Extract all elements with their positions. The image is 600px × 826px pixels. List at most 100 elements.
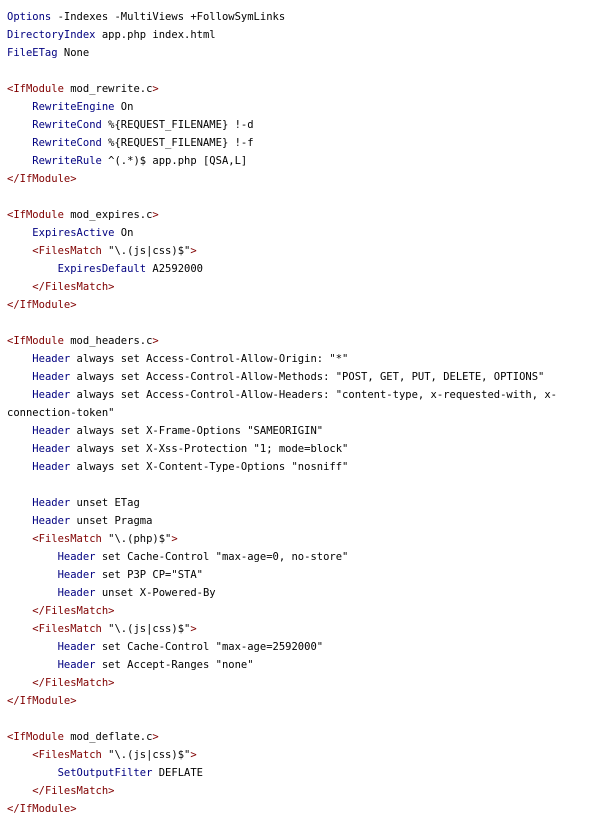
section-tag: >	[152, 83, 159, 95]
section-tag: >	[171, 533, 178, 545]
code-text: "\.(php)$"	[101, 533, 172, 545]
code-line: Header unset ETag	[7, 494, 595, 512]
code-text: unset Pragma	[70, 515, 153, 527]
code-text	[7, 371, 32, 383]
directive-keyword: Header	[32, 497, 71, 509]
code-text	[7, 605, 32, 617]
code-text: always set X-Xss-Protection "1; mode=blo…	[70, 443, 349, 455]
code-text: "\.(js|css)$"	[101, 749, 191, 761]
htaccess-code-listing: Options -Indexes -MultiViews +FollowSymL…	[7, 8, 595, 818]
section-tag: <FilesMatch	[32, 623, 102, 635]
directive-keyword: RewriteEngine	[32, 101, 115, 113]
section-tag: </FilesMatch>	[32, 677, 115, 689]
code-line: Header set Accept-Ranges "none"	[7, 656, 595, 674]
code-text	[7, 749, 32, 761]
code-text: set Accept-Ranges "none"	[95, 659, 254, 671]
directive-keyword: Header	[57, 551, 96, 563]
code-line: Header always set X-Content-Type-Options…	[7, 458, 595, 476]
code-line: </IfModule>	[7, 296, 595, 314]
code-line: </IfModule>	[7, 692, 595, 710]
code-text	[7, 623, 32, 635]
code-text: "\.(js|css)$"	[101, 245, 191, 257]
directive-keyword: Header	[57, 659, 96, 671]
code-line: Header always set Access-Control-Allow-M…	[7, 368, 595, 386]
code-text	[7, 227, 32, 239]
code-text: mod_headers.c	[63, 335, 153, 347]
code-text: always set Access-Control-Allow-Headers:…	[70, 389, 557, 401]
code-text: A2592000	[146, 263, 203, 275]
code-line: ExpiresDefault A2592000	[7, 260, 595, 278]
code-text	[7, 353, 32, 365]
code-text: set P3P CP="STA"	[95, 569, 203, 581]
section-tag: </IfModule>	[7, 695, 77, 707]
code-text: unset ETag	[70, 497, 140, 509]
code-line: SetOutputFilter DEFLATE	[7, 764, 595, 782]
section-tag: >	[152, 209, 159, 221]
code-text: On	[114, 101, 134, 113]
directive-keyword: Header	[32, 461, 71, 473]
directive-keyword: Header	[57, 569, 96, 581]
code-text: connection-token"	[7, 407, 115, 419]
section-tag: >	[190, 245, 197, 257]
code-line: Header always set X-Xss-Protection "1; m…	[7, 440, 595, 458]
code-text	[7, 497, 32, 509]
code-text: set Cache-Control "max-age=2592000"	[95, 641, 324, 653]
code-line: Options -Indexes -MultiViews +FollowSymL…	[7, 8, 595, 26]
directive-keyword: RewriteCond	[32, 119, 102, 131]
directive-keyword: RewriteRule	[32, 155, 102, 167]
code-line: </IfModule>	[7, 170, 595, 188]
section-tag: <FilesMatch	[32, 245, 102, 257]
code-text: None	[57, 47, 90, 59]
code-line: RewriteCond %{REQUEST_FILENAME} !-d	[7, 116, 595, 134]
section-tag: </FilesMatch>	[32, 281, 115, 293]
code-text	[7, 281, 32, 293]
code-text: always set X-Content-Type-Options "nosni…	[70, 461, 349, 473]
code-text	[7, 569, 58, 581]
code-line	[7, 62, 595, 80]
code-line: DirectoryIndex app.php index.html	[7, 26, 595, 44]
directive-keyword: Header	[32, 425, 71, 437]
code-text	[7, 119, 32, 131]
code-text: set Cache-Control "max-age=0, no-store"	[95, 551, 349, 563]
code-text	[7, 767, 58, 779]
code-line: ExpiresActive On	[7, 224, 595, 242]
code-text: %{REQUEST_FILENAME} !-f	[101, 137, 254, 149]
code-line: FileETag None	[7, 44, 595, 62]
code-line: <IfModule mod_headers.c>	[7, 332, 595, 350]
code-line: Header set P3P CP="STA"	[7, 566, 595, 584]
code-text	[7, 137, 32, 149]
directive-keyword: Header	[32, 371, 71, 383]
directive-keyword: Header	[32, 389, 71, 401]
section-tag: >	[190, 623, 197, 635]
code-line: </FilesMatch>	[7, 602, 595, 620]
code-text	[7, 659, 58, 671]
code-text: "\.(js|css)$"	[101, 623, 191, 635]
code-text: mod_rewrite.c	[63, 83, 153, 95]
code-line: <FilesMatch "\.(js|css)$">	[7, 746, 595, 764]
code-text: app.php index.html	[95, 29, 216, 41]
code-text: -Indexes -MultiViews +FollowSymLinks	[51, 11, 286, 23]
code-text: always set X-Frame-Options "SAMEORIGIN"	[70, 425, 324, 437]
code-line	[7, 710, 595, 728]
directive-keyword: ExpiresDefault	[57, 263, 147, 275]
code-text	[7, 587, 58, 599]
directive-keyword: ExpiresActive	[32, 227, 115, 239]
code-text: always set Access-Control-Allow-Methods:…	[70, 371, 545, 383]
code-text	[7, 461, 32, 473]
code-text: mod_deflate.c	[63, 731, 153, 743]
code-line: <FilesMatch "\.(js|css)$">	[7, 620, 595, 638]
directive-keyword: DirectoryIndex	[7, 29, 96, 41]
code-line: Header set Cache-Control "max-age=0, no-…	[7, 548, 595, 566]
code-text	[7, 389, 32, 401]
code-text	[7, 551, 58, 563]
directive-keyword: SetOutputFilter	[57, 767, 153, 779]
directive-keyword: Header	[32, 443, 71, 455]
section-tag: <FilesMatch	[32, 533, 102, 545]
code-text: mod_expires.c	[63, 209, 153, 221]
section-tag: <IfModule	[7, 83, 64, 95]
section-tag: </FilesMatch>	[32, 605, 115, 617]
section-tag: <IfModule	[7, 335, 64, 347]
code-text	[7, 533, 32, 545]
code-text: On	[114, 227, 134, 239]
directive-keyword: RewriteCond	[32, 137, 102, 149]
